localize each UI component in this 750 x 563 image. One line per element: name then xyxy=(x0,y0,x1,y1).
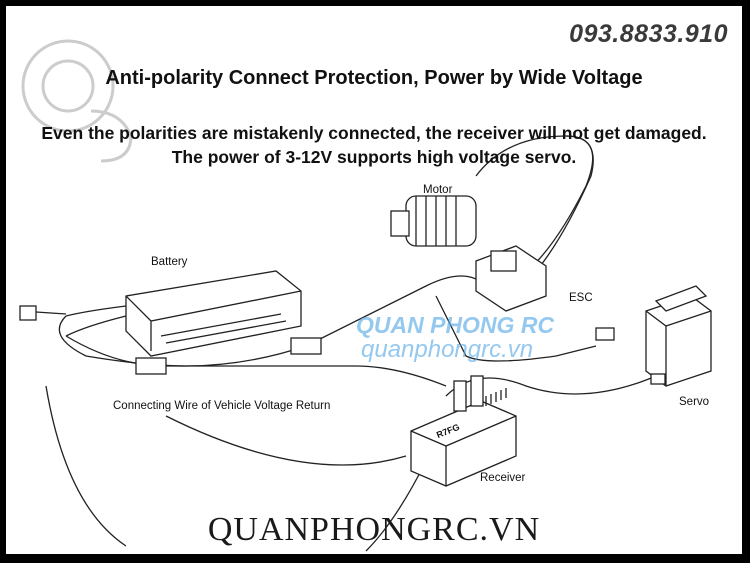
subtitle: Even the polarities are mistakenly conne… xyxy=(41,123,707,167)
label-motor: Motor xyxy=(423,184,453,196)
phone-number: 093.8833.910 xyxy=(569,20,728,48)
label-esc: ESC xyxy=(569,292,593,304)
page-title: Anti-polarity Connect Protection, Power … xyxy=(105,67,643,89)
wires xyxy=(45,135,657,552)
watermark-brand: QUAN PHONG RC xyxy=(356,312,555,338)
receiver xyxy=(410,375,517,487)
footer-site: QUANPHONGRC.VN xyxy=(207,511,541,548)
diagram-canvas: 093.8833.910 Anti-polarity Connect Prote… xyxy=(6,6,742,554)
wiring-diagram xyxy=(19,39,712,552)
label-servo: Servo xyxy=(679,396,710,408)
motor xyxy=(390,195,477,247)
servo xyxy=(645,285,712,387)
battery-pack xyxy=(19,270,302,367)
logo-watermark xyxy=(21,39,133,163)
label-battery: Battery xyxy=(151,256,188,268)
esc xyxy=(475,245,615,341)
watermark-site: quanphongrc.vn xyxy=(361,336,534,363)
label-receiver: Receiver xyxy=(480,472,526,484)
connectors xyxy=(135,337,322,375)
label-return-wire: Connecting Wire of Vehicle Voltage Retur… xyxy=(113,400,331,412)
